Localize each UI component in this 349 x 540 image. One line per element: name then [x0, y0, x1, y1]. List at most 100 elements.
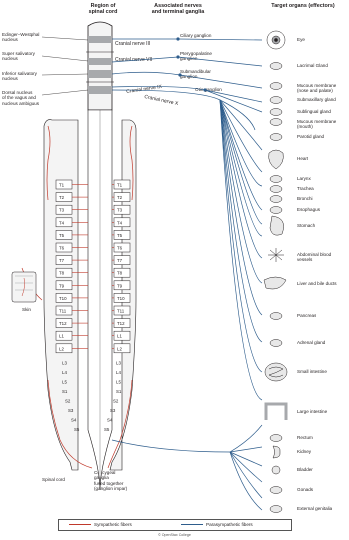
sympathetic-swatch [69, 524, 91, 525]
otic-ganglion-dot [203, 88, 206, 91]
submaxillary-gland-icon [270, 97, 282, 104]
segment-label-right: T1 [117, 183, 123, 188]
target-label: Adrenal gland [297, 340, 325, 345]
kidney-icon [273, 446, 280, 458]
esophagus-icon [270, 207, 282, 214]
segment-label-left: T5 [59, 233, 65, 238]
target-label: Large intestine [297, 409, 327, 414]
segment-label-right: T5 [117, 233, 123, 238]
parasympathetic-swatch [181, 524, 203, 525]
target-label: Trachea [297, 186, 314, 191]
bladder-icon [272, 466, 280, 474]
segment-label-right: T3 [117, 208, 123, 213]
adrenal-gland-icon [270, 340, 282, 347]
segment-label-right: T2 [117, 195, 123, 200]
sacral-label-right: L5 [116, 379, 121, 384]
target-label: Submaxillary gland [297, 97, 336, 102]
target-label: External genitalia [297, 506, 332, 511]
credit: © OpenStax College [0, 533, 349, 537]
segment-label-left: T9 [59, 283, 65, 288]
segment-label-left: T11 [59, 309, 67, 314]
sacral-label-left: S5 [74, 427, 80, 432]
sacral-label-right: S5 [104, 427, 110, 432]
sacral-label-right: L4 [116, 370, 121, 375]
segment-label-left: L1 [59, 334, 64, 339]
target-label: Bladder [297, 467, 313, 472]
segment-label-right: T10 [117, 296, 125, 301]
lacrimal-gland-icon [270, 63, 282, 70]
sacral-label-right: L3 [116, 360, 121, 365]
large-intestine-icon [266, 404, 286, 420]
stomach-icon [270, 216, 284, 235]
segment-label-left: T1 [59, 183, 65, 188]
segment-label-left: T12 [59, 321, 67, 326]
target-label: Parotid gland [297, 134, 324, 139]
rectum-icon [270, 435, 282, 442]
sacral-label-left: S1 [62, 389, 68, 394]
legend-sympathetic: Sympathetic fibers [69, 522, 132, 527]
segment-label-right: T8 [117, 271, 123, 276]
mouth-membrane-icon [270, 119, 282, 126]
legend-parasympathetic-label: Parasympathetic fibers [206, 522, 253, 527]
legend-parasympathetic: Parasympathetic fibers [181, 522, 253, 527]
eye-icon [267, 31, 285, 49]
target-label: Gonads [297, 487, 313, 492]
segment-label-right: T4 [117, 220, 123, 225]
band-dorsal-vagus [88, 86, 112, 94]
blood-vessels-icon [268, 248, 284, 262]
submandibular-ganglion-dot [178, 73, 181, 76]
segment-label-right: T7 [117, 258, 123, 263]
target-label: Heart [297, 156, 308, 161]
ganglion-dots [176, 37, 206, 91]
mucous-membrane-icon [270, 83, 282, 90]
sacral-label-right: S3 [110, 408, 116, 413]
segment-label-right: L1 [117, 334, 122, 339]
liver-icon [264, 277, 286, 289]
sublingual-gland-icon [270, 109, 282, 116]
band-edinger [88, 36, 112, 43]
genitalia-icon [270, 506, 282, 513]
label-leaders [42, 37, 88, 95]
segment-label-right: L2 [117, 346, 122, 351]
segment-label-right: T12 [117, 321, 125, 326]
target-label: Small intestine [297, 369, 327, 374]
small-intestine-icon [265, 363, 287, 381]
segment-label-left: T3 [59, 208, 65, 213]
sacral-label-left: L4 [62, 370, 67, 375]
sacral-label-left: S3 [68, 408, 74, 413]
target-label: Lacrimal Gland [297, 63, 328, 68]
ciliary-ganglion-dot [176, 37, 179, 40]
segment-label-left: T10 [59, 296, 67, 301]
gonads-icon [270, 487, 282, 494]
target-label: Mucous membrane (mouth) [297, 119, 336, 130]
segment-label-left: T2 [59, 195, 65, 200]
segment-label-left: T7 [59, 258, 65, 263]
bronchi-icon [270, 196, 282, 203]
target-label: Sublingual gland [297, 109, 331, 114]
sacral-label-right: S2 [113, 398, 119, 403]
heart-icon [269, 150, 284, 169]
legend: Sympathetic fibers Parasympathetic fiber… [58, 519, 292, 531]
segment-label-left: T6 [59, 246, 65, 251]
segment-label-left: T8 [59, 271, 65, 276]
sacral-label-right: S1 [116, 389, 122, 394]
target-label: Kidney [297, 449, 311, 454]
legend-sympathetic-label: Sympathetic fibers [94, 522, 132, 527]
target-label: Mucous membrane (nose and palate) [297, 83, 336, 94]
parotid-gland-icon [270, 134, 282, 141]
sacral-label-left: L5 [62, 379, 67, 384]
band-inferior-salivatory [88, 70, 112, 78]
target-label: Liver and bile ducts [297, 281, 337, 286]
spinal-cord-center [88, 110, 112, 490]
pterygopalatine-ganglion-dot [176, 55, 179, 58]
target-label: Eye [297, 37, 305, 42]
target-label: Rectum [297, 435, 313, 440]
segment-label-right: T6 [117, 246, 123, 251]
target-label: Pancreas [297, 313, 316, 318]
sacral-label-left: L3 [62, 360, 67, 365]
segment-label-left: T4 [59, 220, 65, 225]
sacral-label-left: S2 [65, 398, 71, 403]
target-label: Bronchi [297, 196, 313, 201]
target-label: Stomach [297, 223, 315, 228]
